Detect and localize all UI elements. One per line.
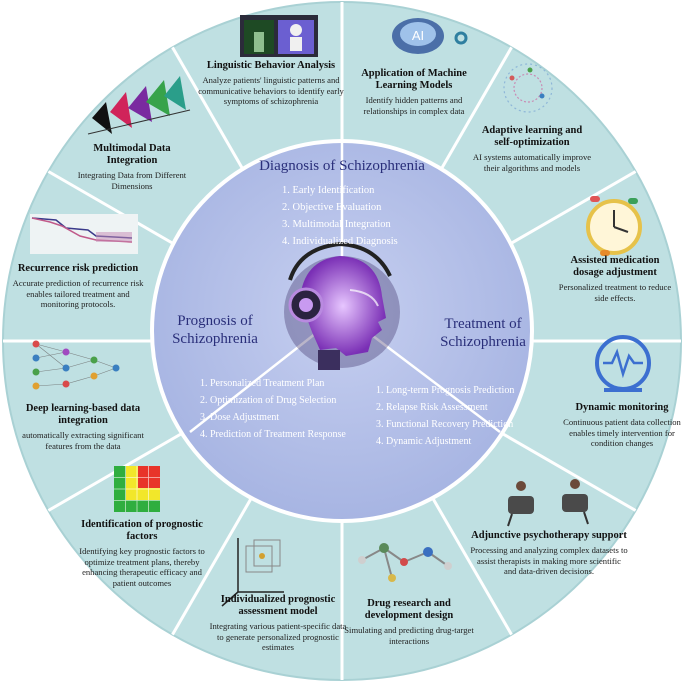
segment-divider xyxy=(497,429,637,512)
center-divider-right xyxy=(364,329,501,433)
segment-machine-learning: Application of Machine Learning Models I… xyxy=(350,68,478,116)
segment-divider xyxy=(171,46,254,186)
segment-title: Identification of prognostic factors xyxy=(81,519,203,542)
segment-prognostic-factors: Identification of prognostic factors Ide… xyxy=(72,519,212,588)
treatment-title: Treatment of Schizophrenia xyxy=(428,315,538,351)
diagnosis-title: Diagnosis of Schizophrenia xyxy=(259,158,425,174)
segment-dynamic-monitoring: Dynamic monitoring Continuous patient da… xyxy=(563,402,681,449)
svg-text:AI: AI xyxy=(412,28,424,43)
neural-network-icon xyxy=(32,340,120,390)
segment-desc: Personalized treatment to reduce side ef… xyxy=(558,282,672,303)
segment-title: Adaptive learning and self-optimization xyxy=(481,125,583,148)
diagnosis-item: 4. Individualized Diagnosis xyxy=(282,236,398,247)
segment-multimodal-integration: Multimodal Data Integration Integrating … xyxy=(70,143,194,191)
treatment-title-line: Schizophrenia xyxy=(440,334,526,350)
segment-desc: Identify hidden patterns and relationshi… xyxy=(363,95,465,116)
segment-desc: Integrating Data from Different Dimensio… xyxy=(77,170,187,191)
segment-title: Recurrence risk prediction xyxy=(17,263,139,274)
segment-drug-research: Drug research and development design Sim… xyxy=(344,598,474,646)
pill-clock-icon xyxy=(586,196,642,256)
prognosis-title-line: Prognosis of xyxy=(177,313,253,329)
network-sphere-icon xyxy=(503,63,553,113)
segment-divider xyxy=(430,496,513,636)
segment-medication-dosage: Assisted medication dosage adjustment Pe… xyxy=(556,255,674,303)
segment-title: Drug research and development design xyxy=(364,598,454,621)
prognosis-item: 3. Dose Adjustment xyxy=(200,412,280,423)
segment-title: Linguistic Behavior Analysis xyxy=(206,60,336,71)
segment-title: Assisted medication dosage adjustment xyxy=(570,255,660,278)
segment-desc: Analyze patients' linguistic patterns an… xyxy=(198,75,344,107)
segment-title: Application of Machine Learning Models xyxy=(361,68,467,91)
segment-prognostic-assessment: Individualized prognostic assessment mod… xyxy=(208,594,348,653)
segment-divider xyxy=(171,496,254,636)
diagnosis-item: 2. Objective Evaluation xyxy=(282,202,382,213)
robot-conversation-icon xyxy=(240,15,318,57)
segment-desc: AI systems automatically improve their a… xyxy=(472,152,592,173)
prognosis-list: 1. Personalized Treatment Plan 2. Optimi… xyxy=(200,375,360,443)
center-divider-left xyxy=(189,329,321,433)
cube-axes-icon xyxy=(221,538,284,607)
diagnosis-item: 1. Early Identification xyxy=(282,185,375,196)
treatment-item: 2. Relapse Risk Assessment xyxy=(376,402,488,413)
diagnosis-list: 1. Early Identification 2. Objective Eva… xyxy=(282,182,432,250)
3d-waveform-icon xyxy=(87,76,191,135)
segment-desc: Identifying key prognostic factors to op… xyxy=(79,546,205,588)
segment-desc: Accurate prediction of recurrence risk e… xyxy=(12,278,144,310)
segment-divider xyxy=(497,170,637,253)
risk-matrix-icon xyxy=(114,466,160,512)
treatment-list: 1. Long-term Prognosis Prediction 2. Rel… xyxy=(376,382,546,450)
segment-desc: Continuous patient data collection enabl… xyxy=(563,417,681,449)
survival-curve-icon xyxy=(30,214,138,254)
treatment-title-line: Treatment of xyxy=(444,316,522,332)
segment-desc: Integrating various patient-specific dat… xyxy=(209,621,347,653)
ai-head-icon xyxy=(284,241,400,370)
prognosis-title-line: Schizophrenia xyxy=(172,331,258,347)
segment-title: Deep learning-based data integration xyxy=(25,403,141,426)
therapy-session-icon xyxy=(507,479,589,527)
segment-linguistic-behavior: Linguistic Behavior Analysis Analyze pat… xyxy=(197,60,345,107)
segment-title: Multimodal Data Integration xyxy=(93,143,171,166)
segment-title: Individualized prognostic assessment mod… xyxy=(220,594,336,617)
segment-desc: Simulating and predicting drug-target in… xyxy=(344,625,474,646)
segment-recurrence-risk: Recurrence risk prediction Accurate pred… xyxy=(12,263,144,310)
segment-desc: Processing and analyzing complex dataset… xyxy=(470,545,628,577)
prognosis-title: Prognosis of Schizophrenia xyxy=(160,312,270,348)
segment-adaptive-learning: Adaptive learning and self-optimization … xyxy=(472,125,592,173)
treatment-item: 3. Functional Recovery Prediction xyxy=(376,419,514,430)
segment-divider xyxy=(47,170,187,253)
ai-brain-icon: AI xyxy=(392,18,468,54)
diagnosis-item: 3. Multimodal Integration xyxy=(282,219,391,230)
segment-title: Adjunctive psychotherapy support xyxy=(471,530,627,541)
segment-divider xyxy=(430,46,513,186)
segment-title: Dynamic monitoring xyxy=(575,402,669,413)
treatment-item: 1. Long-term Prognosis Prediction xyxy=(376,385,515,396)
treatment-item: 4. Dynamic Adjustment xyxy=(376,436,472,447)
prognosis-item: 4. Prediction of Treatment Response xyxy=(200,429,346,440)
prognosis-item: 1. Personalized Treatment Plan xyxy=(200,378,325,389)
molecule-icon xyxy=(358,543,452,582)
segment-deep-learning: Deep learning-based data integration aut… xyxy=(22,403,144,451)
segment-psychotherapy-support: Adjunctive psychotherapy support Process… xyxy=(470,530,628,577)
prognosis-item: 2. Optimization of Drug Selection xyxy=(200,395,337,406)
heartbeat-monitor-icon xyxy=(595,335,651,392)
segment-desc: automatically extracting significant fea… xyxy=(22,430,144,451)
